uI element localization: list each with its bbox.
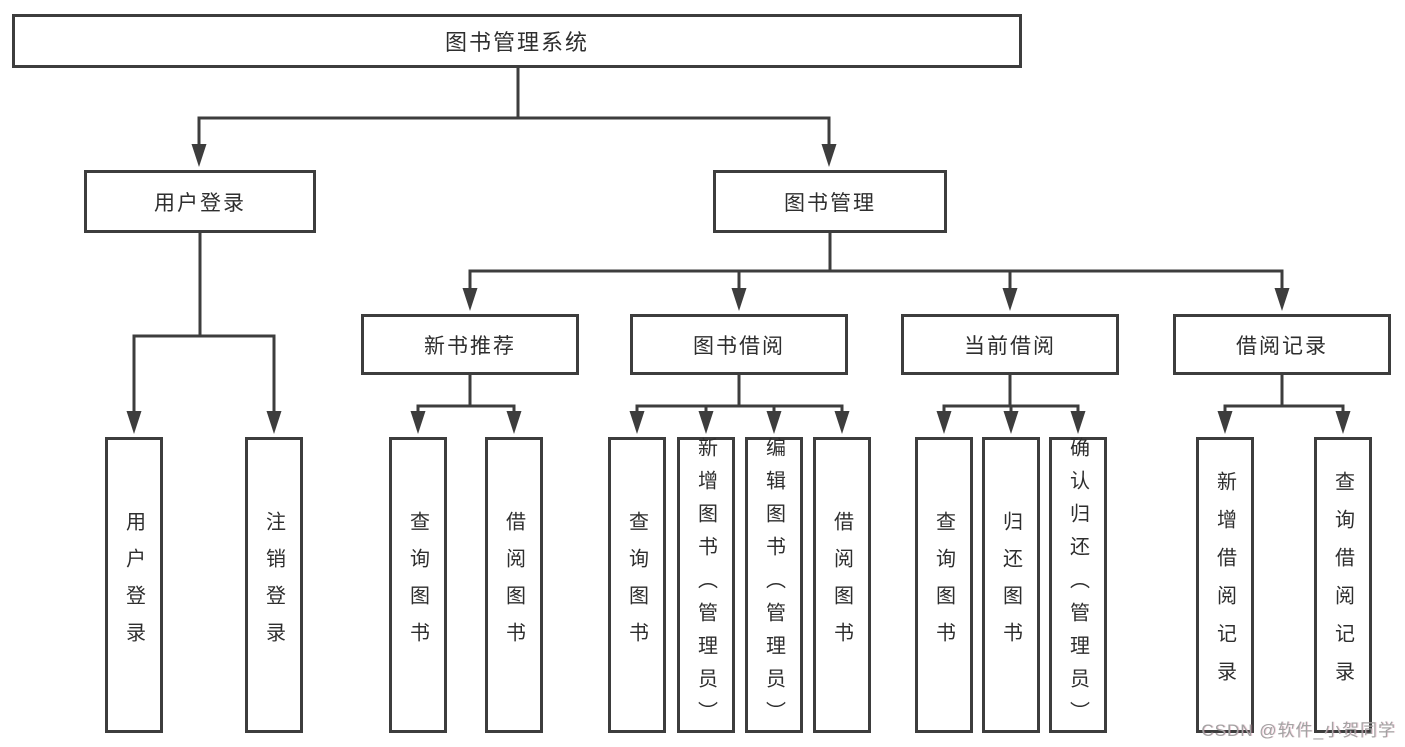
leaf-edit-books-admin: 编辑图书（管理员）: [745, 436, 803, 734]
node-root-system: 图书管理系统: [12, 14, 1022, 68]
node-label: 查询图书: [625, 511, 648, 659]
node-current-borrow: 当前借阅: [901, 314, 1119, 375]
node-new-book-recommend: 新书推荐: [361, 314, 579, 375]
node-label: 当前借阅: [964, 334, 1056, 358]
node-label: 归还图书: [999, 511, 1022, 659]
leaf-query-books-current: 查询图书: [915, 437, 973, 733]
leaf-borrow-books-recommend: 借阅图书: [485, 437, 543, 733]
node-borrow-records: 借阅记录: [1173, 314, 1391, 375]
node-label: 编辑图书（管理员）: [762, 436, 785, 734]
leaf-query-books-recommend: 查询图书: [389, 437, 447, 733]
leaf-query-borrow-record: 查询借阅记录: [1314, 437, 1372, 733]
node-label: 借阅图书: [502, 511, 525, 659]
node-label: 新书推荐: [424, 334, 516, 358]
leaf-confirm-return-admin: 确认归还（管理员）: [1049, 436, 1107, 734]
node-label: 查询图书: [406, 511, 429, 659]
node-label: 借阅记录: [1236, 334, 1328, 358]
node-label: 查询图书: [932, 511, 955, 659]
node-label: 用户登录: [122, 511, 145, 659]
node-label: 借阅图书: [830, 511, 853, 659]
node-label: 注销登录: [262, 511, 285, 659]
csdn-watermark: CSDN @软件_小贺同学: [1201, 721, 1396, 740]
node-label: 图书管理系统: [444, 30, 589, 55]
node-label: 新增借阅记录: [1213, 471, 1236, 699]
leaf-return-books: 归还图书: [982, 437, 1040, 733]
node-label: 查询借阅记录: [1331, 471, 1354, 699]
leaf-add-borrow-record: 新增借阅记录: [1196, 437, 1254, 733]
leaf-query-books-borrow: 查询图书: [608, 437, 666, 733]
node-label: 图书管理: [784, 191, 876, 215]
node-label: 用户登录: [154, 191, 246, 215]
node-label: 新增图书（管理员）: [694, 436, 717, 734]
leaf-borrow-books: 借阅图书: [813, 437, 871, 733]
leaf-logout: 注销登录: [245, 437, 303, 733]
leaf-user-login: 用户登录: [105, 437, 163, 733]
node-book-borrow: 图书借阅: [630, 314, 848, 375]
node-label: 确认归还（管理员）: [1066, 436, 1089, 734]
node-book-management: 图书管理: [713, 170, 947, 233]
leaf-add-books-admin: 新增图书（管理员）: [677, 436, 735, 734]
node-label: 图书借阅: [693, 334, 785, 358]
node-user-login: 用户登录: [84, 170, 316, 233]
